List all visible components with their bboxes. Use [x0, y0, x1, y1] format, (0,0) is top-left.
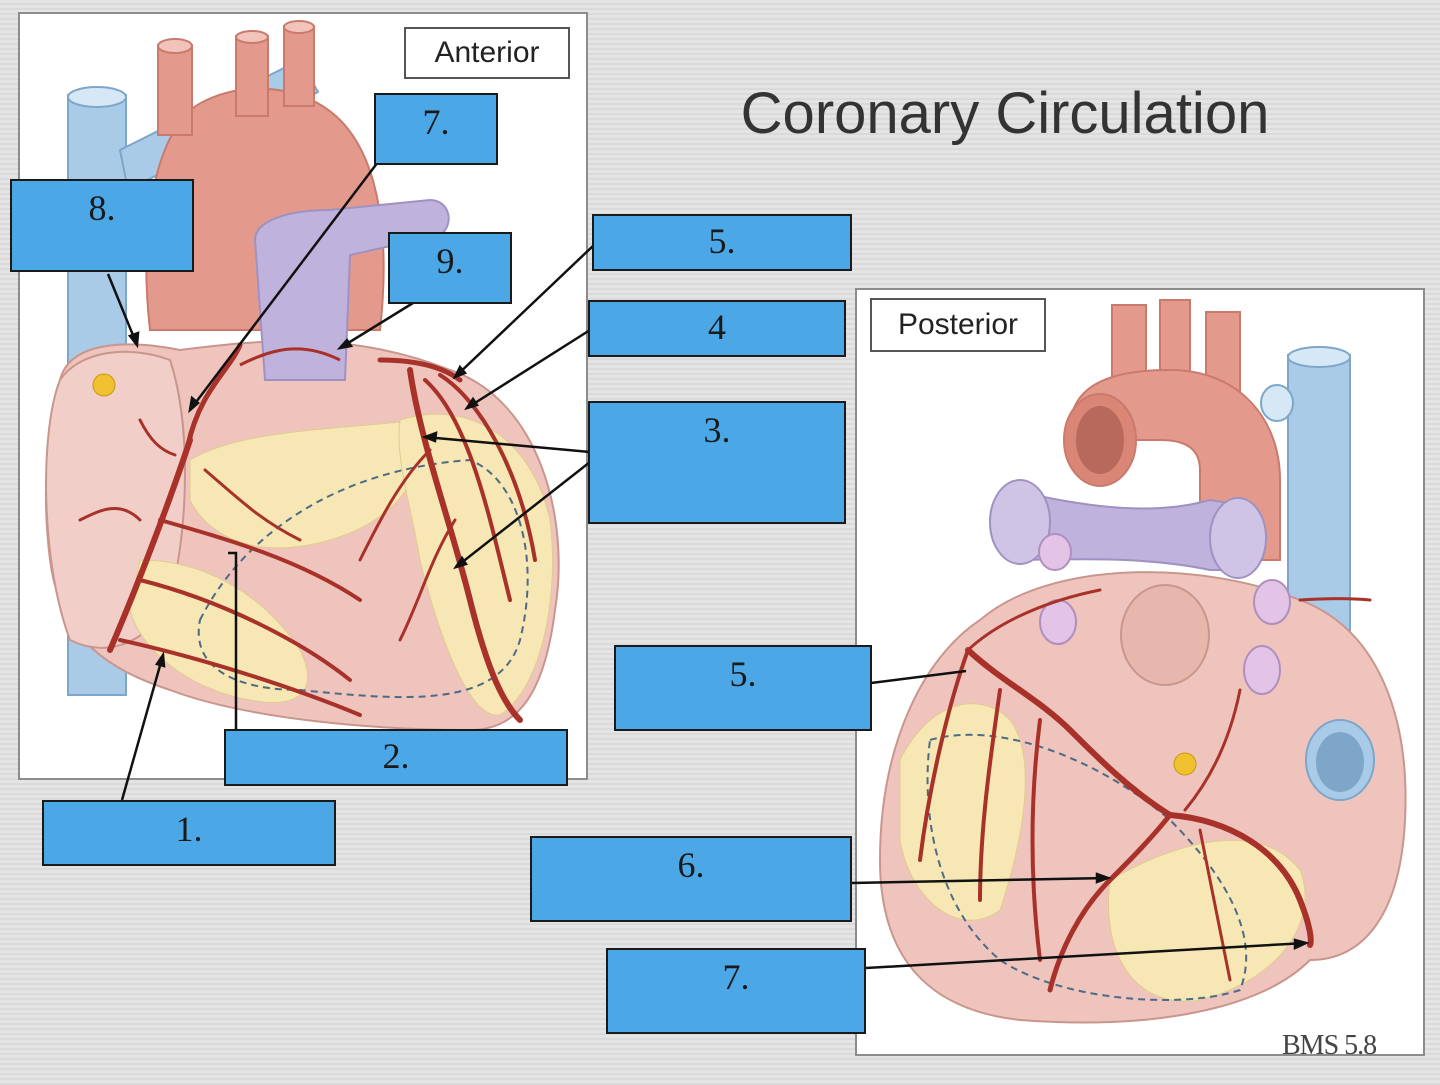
label-box-ant-1[interactable]: 1.	[42, 800, 336, 866]
page-title: Coronary Circulation	[740, 81, 1270, 146]
label-box-ant-4[interactable]: 4	[588, 300, 846, 357]
label-box-post-6[interactable]: 6.	[530, 836, 852, 922]
source-label: BMS 5.8	[1282, 1030, 1377, 1061]
leader-lines	[106, 161, 1310, 970]
label-box-ant-8[interactable]: 8.	[10, 179, 194, 272]
posterior-view-label: Posterior	[870, 298, 1046, 352]
label-box-post-5[interactable]: 5.	[614, 645, 872, 731]
anterior-view-label: Anterior	[404, 27, 570, 79]
label-box-ant-9[interactable]: 9.	[388, 232, 512, 304]
label-box-ant-5[interactable]: 5.	[592, 214, 852, 271]
anterior-heart	[44, 20, 560, 732]
label-box-ant-3[interactable]: 3.	[588, 401, 846, 524]
label-box-post-7[interactable]: 7.	[606, 948, 866, 1034]
label-box-ant-7[interactable]: 7.	[374, 93, 498, 165]
label-box-ant-2[interactable]: 2.	[224, 729, 568, 786]
posterior-heart	[878, 299, 1407, 1024]
